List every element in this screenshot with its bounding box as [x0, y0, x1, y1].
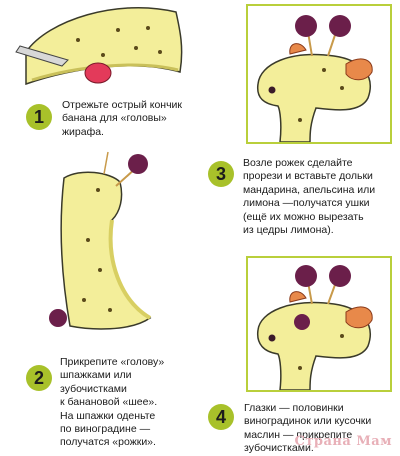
illustration-frame-4 [246, 256, 392, 392]
step-4-badge: 4 [208, 404, 234, 430]
step-2-badge: 2 [26, 365, 52, 391]
step-1-text: Отрежьте острый кончик банана для «голов… [62, 99, 183, 138]
step-1-badge: 1 [26, 104, 52, 130]
banana-cut-illustration [15, 6, 183, 86]
banana-neck-illustration [49, 151, 152, 330]
giraffe-eyes-illustration [256, 265, 373, 390]
giraffe-ears-illustration [256, 15, 373, 142]
step-2-text: Прикрепите «голову» шпажками или зубочис… [60, 356, 165, 449]
step-3-badge: 3 [208, 161, 234, 187]
illustration-frame-3 [246, 4, 392, 144]
step-4-text: Глазки — половинки виноградинок или кусо… [244, 402, 372, 455]
step-3-text: Возле рожек сделайте прорези и вставьте … [243, 157, 376, 237]
watermark: Страна Мам [294, 434, 392, 449]
